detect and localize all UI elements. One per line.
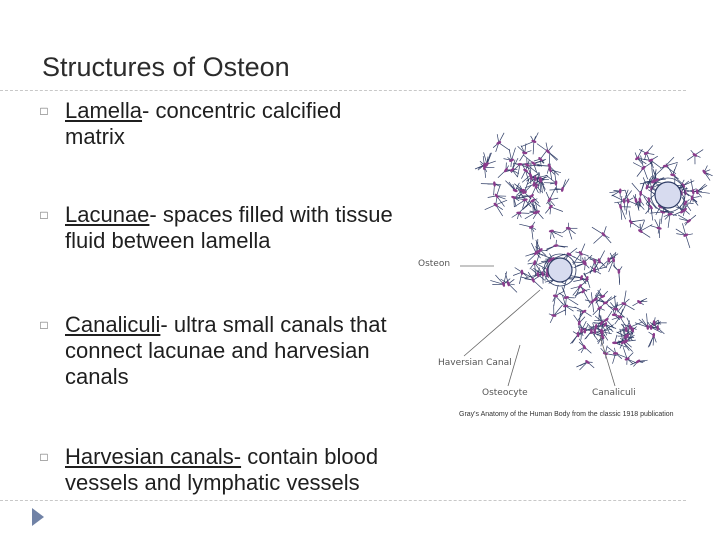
bullet-text: Lamella- concentric calcified matrix [65, 98, 398, 150]
osteon-figure: Osteon Haversian Canal Osteocyte Canalic… [410, 130, 720, 410]
bullet-description: - ultra small canals that connect lacuna… [65, 312, 387, 389]
bullet-text: Lacunae- spaces filled with tissue fluid… [65, 202, 398, 254]
label-osteon: Osteon [418, 259, 451, 269]
label-haversian-canal: Haversian Canal [438, 358, 512, 368]
bullet-term: Lacunae [65, 202, 150, 227]
bullet-description: contain blood vessels and lymphatic vess… [65, 444, 379, 495]
bullet-harvesian-canals: □ Harvesian canals- contain blood vessel… [38, 444, 398, 496]
bullet-description: - concentric calcified matrix [65, 98, 342, 149]
label-osteocyte: Osteocyte [482, 388, 528, 398]
bullet-lamella: □ Lamella- concentric calcified matrix [38, 98, 398, 150]
osteon-illustration [460, 132, 713, 387]
figure-caption: Gray's Anatomy of the Human Body from th… [459, 411, 674, 418]
slide-title: Structures of Osteon [42, 52, 290, 82]
bullet-canaliculi: □ Canaliculi- ultra small canals that co… [38, 312, 398, 390]
bullet-text: Canaliculi- ultra small canals that conn… [65, 312, 398, 390]
square-bullet-icon: □ [40, 318, 48, 332]
bullet-description: - spaces filled with tissue fluid betwee… [65, 202, 393, 253]
osteocyte-cells [482, 139, 707, 364]
square-bullet-icon: □ [40, 104, 48, 118]
bullet-term: Lamella [65, 98, 143, 123]
bullet-term: Harvesian canals- [65, 444, 242, 469]
canaliculi-network [474, 132, 713, 371]
square-bullet-icon: □ [40, 208, 48, 222]
bottom-divider [0, 500, 686, 501]
label-leaders [460, 265, 616, 387]
label-canaliculi: Canaliculi [592, 388, 636, 398]
square-bullet-icon: □ [40, 450, 48, 464]
haversian-canals [543, 177, 686, 287]
top-divider [0, 90, 686, 91]
bullet-term: Canaliculi [65, 312, 161, 337]
bullet-lacunae: □ Lacunae- spaces filled with tissue flu… [38, 202, 398, 254]
play-arrow-icon[interactable] [32, 508, 44, 526]
bullet-text: Harvesian canals- contain blood vessels … [65, 444, 398, 496]
